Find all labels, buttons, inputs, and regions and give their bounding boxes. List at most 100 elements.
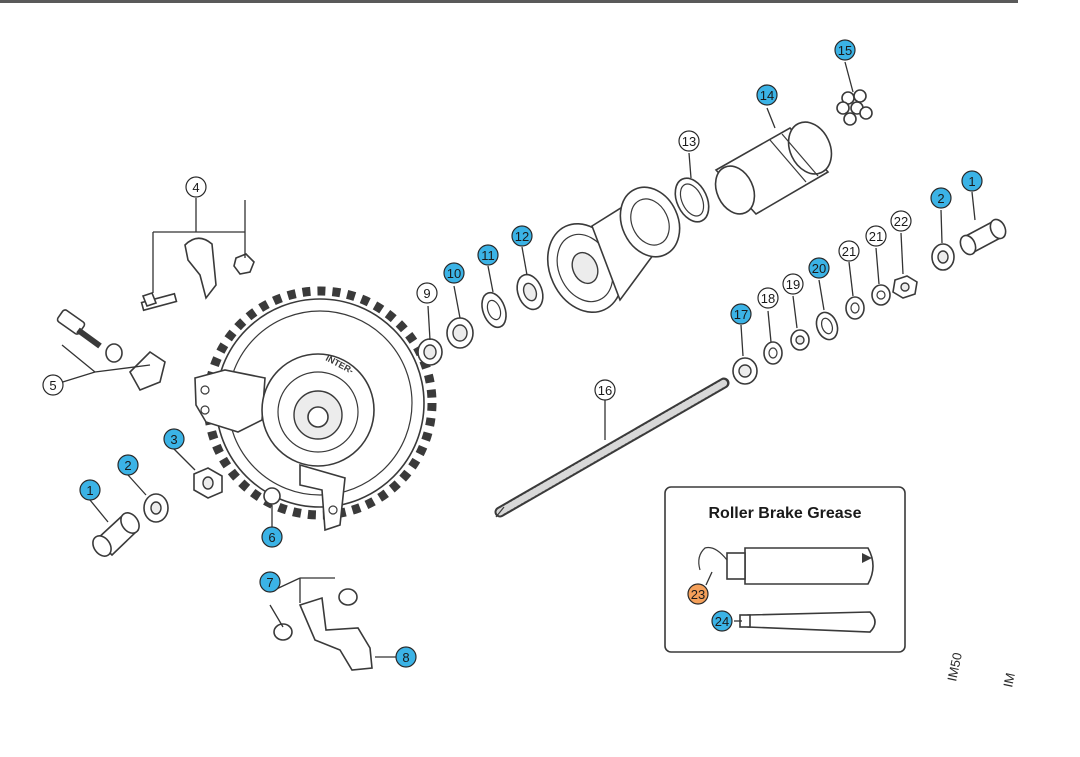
callout-label: 24 [715,614,729,629]
callout-label: 13 [682,134,696,149]
left-washer-2-part [143,493,169,523]
callout-label: 22 [894,214,908,229]
callout-22: 22 [890,210,912,232]
callout-label: 12 [515,229,529,244]
callout-13: 13 [678,130,700,152]
fixing-bolt-5-part [56,309,166,392]
right-cone-part [732,357,758,385]
hub-shell-part [546,186,681,314]
callout-9: 9 [416,282,438,304]
callout-label: 21 [842,244,856,259]
callout-17: 17 [730,303,752,325]
callout-circle [185,176,207,198]
callout-label: 8 [402,650,409,665]
callout-label: 14 [760,88,774,103]
left-axle-nut-part [92,512,140,557]
callout-6: 6 [261,526,283,548]
callout-circle [890,210,912,232]
callout-label: 1 [86,483,93,498]
callout-circle [757,287,779,309]
left-washer-part [481,291,507,329]
left-nut-3-part [193,467,223,499]
bearing-balls-part [836,89,873,126]
callout-3: 3 [163,428,185,450]
right-seal-part [763,341,783,365]
callout-20: 20 [808,257,830,279]
grease-tube-part [698,546,874,585]
callout-label: 10 [447,266,461,281]
callout-label: 6 [268,530,275,545]
callout-21b: 21 [865,225,887,247]
callout-circle [42,374,64,396]
callout-1-left: 1 [79,479,101,501]
callout-circle [961,170,983,192]
clamp-band-4-part [140,237,255,312]
callout-label: 18 [761,291,775,306]
left-cone-part [417,338,443,366]
top-border-rule [0,0,1018,3]
callout-circle [416,282,438,304]
callout-circle [511,225,533,247]
callout-circle [782,273,804,295]
callout-5: 5 [42,374,64,396]
o-ring-part [674,177,710,223]
callout-label: 2 [937,191,944,206]
callout-circle [808,257,830,279]
callout-circle [117,454,139,476]
callout-21a: 21 [838,240,860,262]
clamp-bolt-7-part [273,588,373,671]
callout-2-left: 2 [117,454,139,476]
right-washer-a-part [845,296,865,320]
left-dust-cap-part [446,317,474,349]
callout-label: 1 [968,174,975,189]
callout-circle [259,571,281,593]
callout-14: 14 [756,84,778,106]
callout-circle [730,303,752,325]
callout-7: 7 [259,571,281,593]
right-washer-b-part [871,284,891,306]
left-bearing-retainer-part [516,273,544,311]
callout-label: 16 [598,383,612,398]
driver-part [714,121,833,216]
callout-label: 7 [266,575,273,590]
callout-layer: 1234567891011121314151617181920212122212… [42,39,983,668]
callout-18: 18 [757,287,779,309]
inset-title: Roller Brake Grease [709,505,862,522]
callout-circle [261,526,283,548]
callout-circle [395,646,417,668]
axle-part [494,377,730,518]
callout-label: 17 [734,307,748,322]
callout-circle [594,379,616,401]
model-code-2: IM [1000,671,1018,688]
grease-tool-part [739,611,876,633]
callout-circle [930,187,952,209]
leader-lines [52,61,976,658]
callout-circle [477,244,499,266]
callout-circle [443,262,465,284]
callout-16: 16 [594,379,616,401]
callout-label: 23 [691,587,705,602]
callout-label: 5 [49,378,56,393]
callout-label: 3 [170,432,177,447]
callout-circle [756,84,778,106]
steel-ball-6-part [263,487,281,505]
callout-19: 19 [782,273,804,295]
callout-circle [678,130,700,152]
callout-label: 11 [481,248,495,263]
callout-circle [711,610,733,632]
right-spacer-part [790,329,810,351]
model-code-1: IM50 [944,651,965,682]
callout-label: 19 [786,277,800,292]
callout-23: 23 [687,583,709,605]
callout-circle [834,39,856,61]
callout-10: 10 [443,262,465,284]
callout-circle [865,225,887,247]
callout-12: 12 [511,225,533,247]
right-locknut-part [892,275,918,299]
right-lock-ring-part [815,311,839,341]
callout-label: 15 [838,43,852,58]
callout-circle [687,583,709,605]
callout-circle [79,479,101,501]
callout-label: 4 [192,180,199,195]
